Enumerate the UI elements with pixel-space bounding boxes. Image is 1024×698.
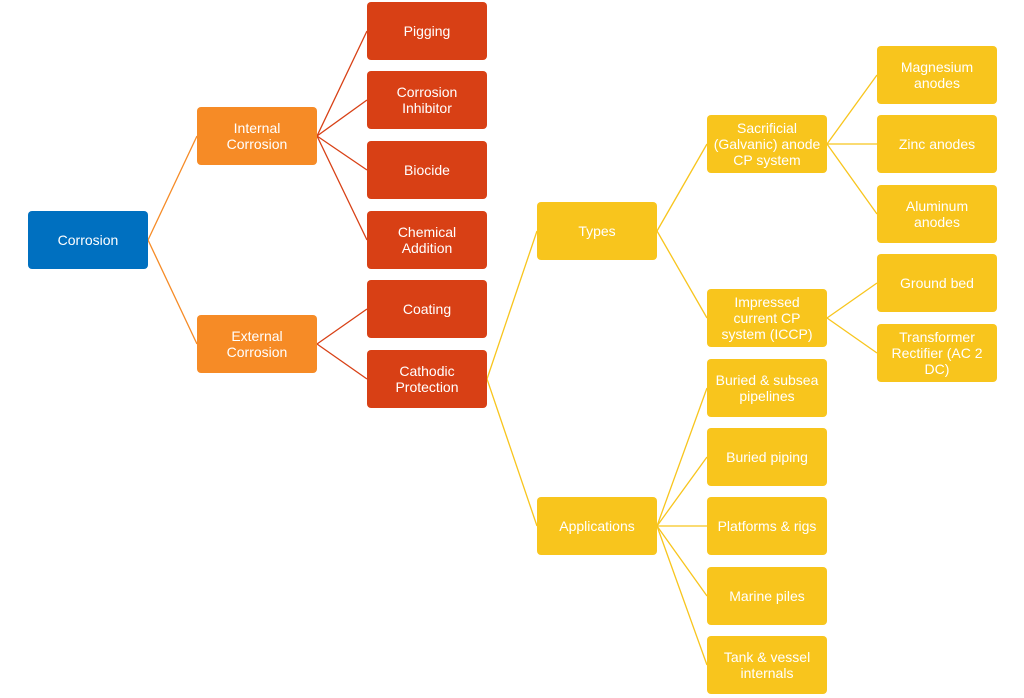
node-transformer-rectifier: Transformer Rectifier (AC 2 DC) (877, 324, 997, 382)
node-impressed-cp: Impressed current CP system (ICCP) (707, 289, 827, 347)
node-coating: Coating (367, 280, 487, 338)
node-cathodic-protection: Cathodic Protection (367, 350, 487, 408)
node-buried-subsea-pipelines: Buried & subsea pipelines (707, 359, 827, 417)
node-internal-corrosion: Internal Corrosion (197, 107, 317, 165)
connector-app-piping (656, 456, 708, 527)
node-pigging: Pigging (367, 2, 487, 60)
connector-external-cathodic (316, 343, 368, 380)
node-external-corrosion: External Corrosion (197, 315, 317, 373)
connector-types-impressed (656, 230, 708, 319)
connector-sacrificial-aluminum (826, 143, 878, 215)
node-buried-piping: Buried piping (707, 428, 827, 486)
node-platforms-rigs: Platforms & rigs (707, 497, 827, 555)
connector-impressed-transformer (826, 317, 878, 354)
node-ground-bed: Ground bed (877, 254, 997, 312)
connector-sacrificial-magnesium (826, 74, 878, 145)
connector-internal-pigging (316, 30, 368, 137)
connector-internal-chemical (316, 135, 368, 241)
connector-external-coating (316, 308, 368, 345)
node-corrosion-inhibitor: Corrosion Inhibitor (367, 71, 487, 129)
node-magnesium-anodes: Magnesium anodes (877, 46, 997, 104)
node-aluminum-anodes: Aluminum anodes (877, 185, 997, 243)
node-zinc-anodes: Zinc anodes (877, 115, 997, 173)
node-applications: Applications (537, 497, 657, 555)
connector-internal-inhibitor (316, 99, 368, 137)
connector-app-pipelines (656, 387, 708, 527)
connector-cathodic-types (486, 230, 538, 380)
connector-impressed-groundbed (826, 282, 878, 319)
connector-app-marine (656, 525, 708, 597)
connector-root-external (147, 239, 198, 345)
node-marine-piles: Marine piles (707, 567, 827, 625)
node-corrosion: Corrosion (28, 211, 148, 269)
connector-cathodic-applications (486, 378, 538, 527)
connector-root-internal (147, 135, 198, 241)
connector-types-sacrificial (656, 143, 708, 232)
connector-app-tank (656, 525, 708, 666)
node-tank-vessel-internals: Tank & vessel internals (707, 636, 827, 694)
connector-internal-biocide (316, 135, 368, 171)
node-sacrificial-cp: Sacrificial (Galvanic) anode CP system (707, 115, 827, 173)
node-biocide: Biocide (367, 141, 487, 199)
node-types: Types (537, 202, 657, 260)
node-chemical-addition: Chemical Addition (367, 211, 487, 269)
